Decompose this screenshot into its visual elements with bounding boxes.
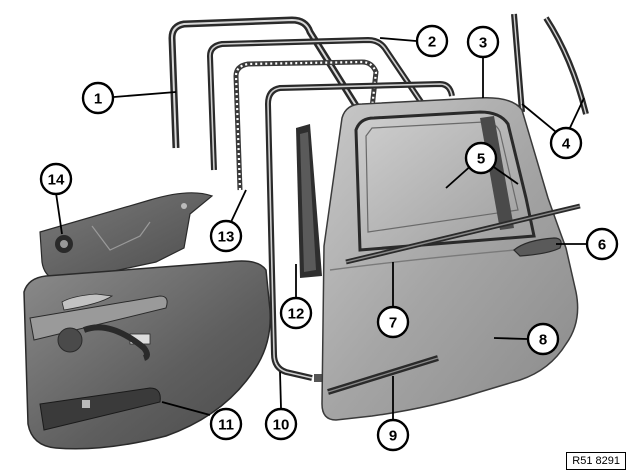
callout-6: 6: [585, 227, 619, 261]
callout-10: 10: [264, 407, 298, 441]
leader-lines: [55, 37, 586, 419]
part-11-interior-trim-panel: [23, 260, 271, 450]
callout-13: 13: [209, 219, 243, 253]
callout-7: 7: [376, 305, 410, 339]
callout-label-7: 7: [389, 315, 397, 332]
part-8-door-shell: [321, 97, 581, 421]
callout-label-8: 8: [539, 332, 547, 349]
callout-label-14: 14: [48, 172, 65, 189]
part-13-inner-window-seal: [233, 59, 379, 191]
callout-label-5: 5: [477, 151, 485, 168]
callout-1: 1: [81, 81, 115, 115]
part-4-rear-channel-strips: [511, 13, 589, 115]
callout-9: 9: [376, 418, 410, 452]
callout-label-4: 4: [562, 136, 571, 153]
callout-label-2: 2: [428, 34, 436, 51]
callout-label-6: 6: [598, 237, 606, 254]
callout-12: 12: [279, 296, 313, 330]
callout-5: 5: [464, 141, 498, 175]
callout-label-3: 3: [479, 35, 487, 52]
callout-label-11: 11: [218, 417, 234, 434]
callout-label-10: 10: [273, 417, 290, 434]
callout-label-12: 12: [288, 306, 305, 323]
part-2-upper-channel-seal: [207, 37, 443, 171]
callout-14: 14: [39, 162, 73, 196]
callout-label-9: 9: [389, 428, 397, 445]
callout-label-1: 1: [94, 91, 102, 108]
callout-4: 4: [549, 126, 583, 160]
callout-3: 3: [466, 25, 500, 59]
callout-2: 2: [415, 24, 449, 58]
part-1-outer-frame-seal: [168, 16, 363, 149]
part-14-door-carrier: [39, 192, 214, 281]
figure-reference-code: R51 8291: [566, 452, 626, 470]
callout-11: 11: [209, 407, 243, 441]
part-12-pillar-trim: [296, 124, 322, 278]
callout-8: 8: [526, 322, 560, 356]
callout-label-13: 13: [218, 229, 235, 246]
part-10-door-perimeter-seal: [265, 81, 455, 382]
